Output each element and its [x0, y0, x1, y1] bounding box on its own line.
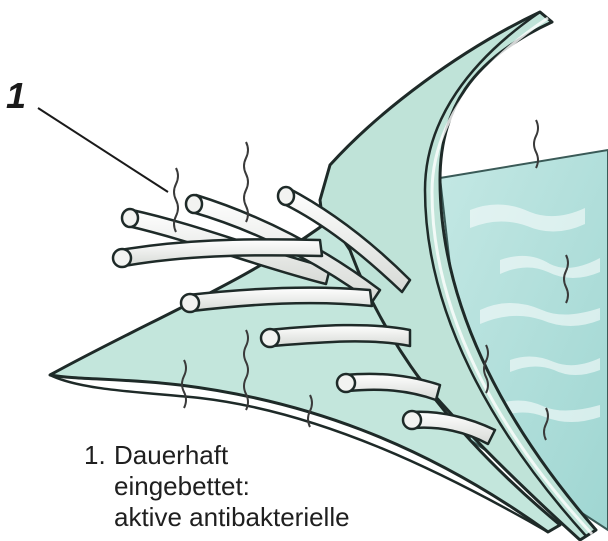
caption: 1.Dauerhaft eingebettet: aktive antibakt…: [84, 440, 350, 533]
callout-leader-line: [38, 108, 168, 192]
callout-number: 1: [6, 78, 26, 114]
fiber-strand: [268, 325, 410, 346]
caption-number: 1.: [84, 440, 114, 471]
caption-line-3: aktive antibakterielle: [84, 502, 350, 533]
caption-line-1: 1.Dauerhaft: [84, 440, 350, 471]
caption-line-2: eingebettet:: [84, 471, 350, 502]
